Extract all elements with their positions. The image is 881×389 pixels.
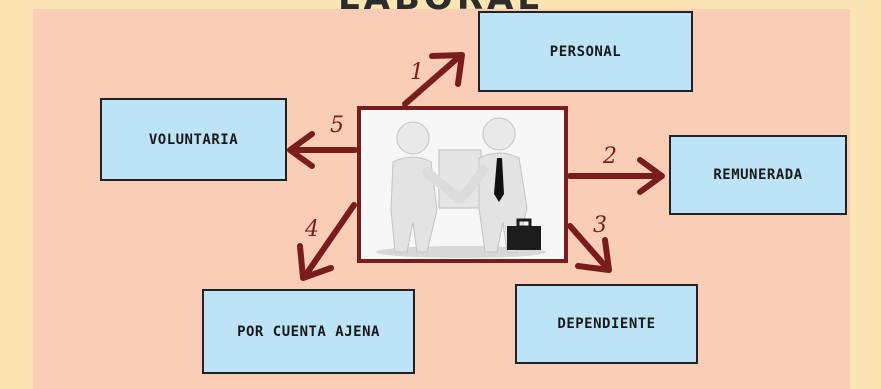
number-3: 3 [593,213,607,238]
arrow-3 [567,223,610,271]
number-1: 1 [410,60,424,85]
number-2: 2 [603,144,617,169]
arrow-1-head [429,52,465,87]
arrow-2-head [637,157,665,195]
number-5: 5 [330,113,344,138]
box-dependiente: DEPENDIENTE [515,284,698,364]
arrow-4-head [297,243,334,281]
central-image-frame [357,106,568,263]
box-personal: PERSONAL [478,11,693,92]
box-remunerada: REMUNERADA [669,135,847,215]
number-4: 4 [305,217,319,242]
arrow-1 [402,53,463,107]
arrow-5-head [287,131,315,169]
box-por-cuenta-ajena: POR CUENTA AJENA [202,289,415,374]
handshake-image [361,110,564,259]
box-voluntaria: VOLUNTARIA [100,98,287,181]
arrow-3-head [575,237,612,273]
arrow-4 [302,202,357,279]
